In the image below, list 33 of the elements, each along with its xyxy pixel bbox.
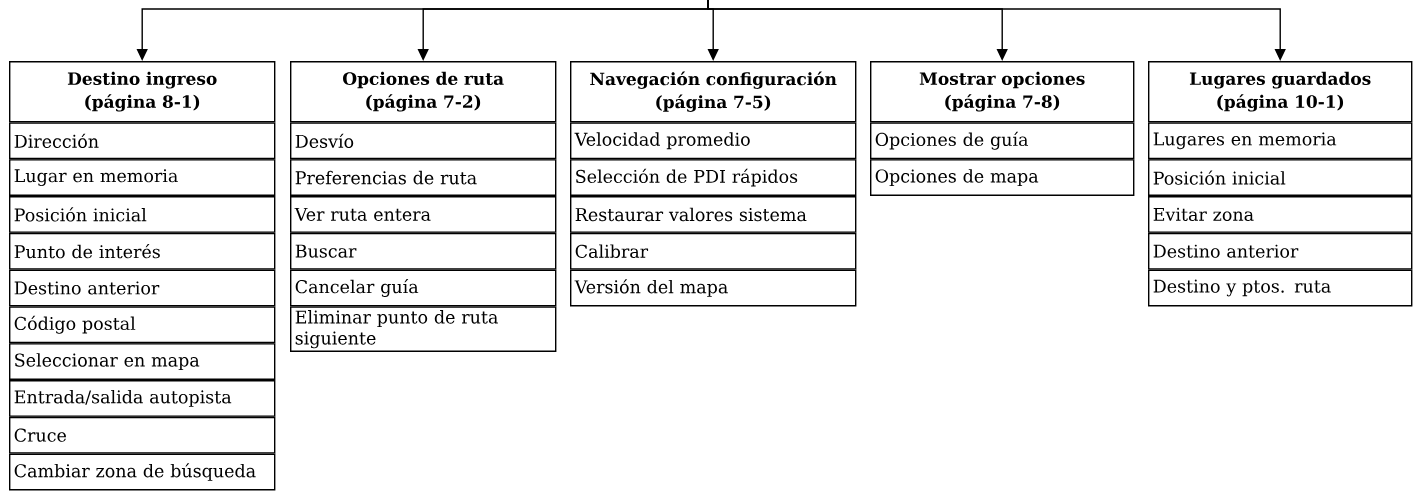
menu-item-box: Código postal xyxy=(9,306,276,344)
menu-item-box: Posición inicial xyxy=(1148,159,1413,196)
menu-item-box: Cancelar guía xyxy=(290,269,557,307)
menu-item-box: Entrada/salida autopista xyxy=(9,380,276,417)
menu-item-box: Desvío xyxy=(290,122,557,160)
menu-item-box: Seleccionar en mapa xyxy=(9,343,276,380)
menu-item-box: Dirección xyxy=(9,122,276,160)
menu-item-box: Preferencias de ruta xyxy=(290,159,557,196)
menu-item-box: Opciones de mapa xyxy=(870,159,1135,196)
menu-item-box: Velocidad promedio xyxy=(570,122,857,160)
menu-item-box: Cambiar zona de búsqueda xyxy=(9,453,276,491)
column-header: Mostrar opciones (página 7-8) xyxy=(870,61,1135,123)
menu-item-box: Lugares en memoria xyxy=(1148,122,1413,160)
menu-item-box: Versión del mapa xyxy=(570,269,857,307)
column-header: Opciones de ruta (página 7-2) xyxy=(290,61,557,123)
menu-item-box: Evitar zona xyxy=(1148,196,1413,233)
menu-item-box: Destino anterior xyxy=(9,269,276,307)
menu-item-box: Restaurar valores sistema xyxy=(570,196,857,233)
column-header: Lugares guardados (página 10-1) xyxy=(1148,61,1413,123)
menu-item-box: Calibrar xyxy=(570,232,857,270)
menu-item-box: Destino anterior xyxy=(1148,232,1413,270)
menu-item-box: Opciones de guía xyxy=(870,122,1135,160)
column-header: Navegación configuración (página 7-5) xyxy=(570,61,857,123)
menu-item-box: Posición inicial xyxy=(9,196,276,233)
menu-item-box: Cruce xyxy=(9,416,276,454)
menu-item-box: Selección de PDI rápidos xyxy=(570,159,857,196)
menu-item-box: Punto de interés xyxy=(9,232,276,270)
menu-item-box: Buscar xyxy=(290,232,557,270)
menu-item-box: Eliminar punto de ruta siguiente xyxy=(290,306,557,352)
menu-item-box: Lugar en memoria xyxy=(9,159,276,196)
menu-item-box: Destino y ptos. ruta xyxy=(1148,269,1413,307)
column-header: Destino ingreso (página 8-1) xyxy=(9,61,276,123)
menu-item-box: Ver ruta entera xyxy=(290,196,557,233)
